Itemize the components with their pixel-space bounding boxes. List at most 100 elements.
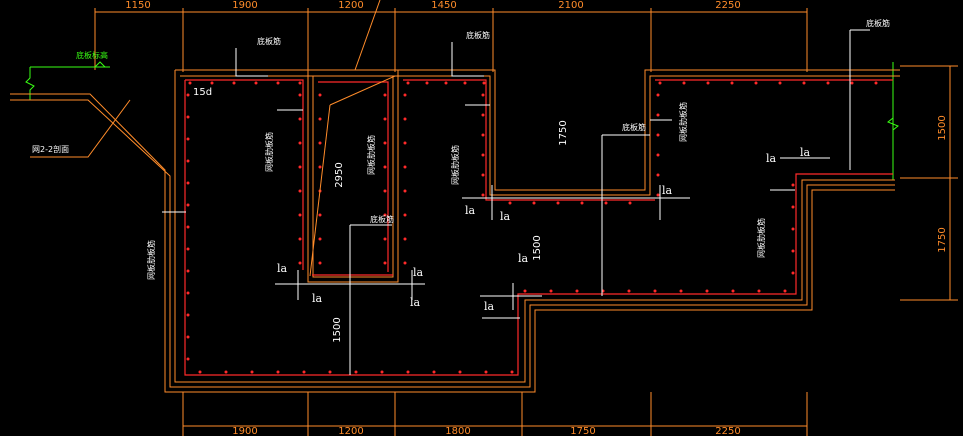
rebar-dot: [656, 93, 660, 97]
rebar-dot: [188, 81, 192, 85]
rebar-dot: [403, 165, 407, 169]
dim-15d: 15d: [193, 87, 212, 98]
dim-1750-inner: 1750: [558, 120, 569, 145]
rebar-dot: [778, 81, 782, 85]
dim-top-3: 1200: [338, 0, 363, 11]
rebar-dot: [656, 133, 660, 137]
rebar-dot: [481, 93, 485, 97]
rebar-dot: [403, 213, 407, 217]
rebar-dot: [549, 289, 553, 293]
la-label-4: la: [410, 296, 421, 309]
la-label-10: la: [484, 300, 495, 313]
rebar-dot: [656, 153, 660, 157]
rebar-dot: [481, 153, 485, 157]
rebar-dot: [508, 201, 512, 205]
wall-rebar-label-4: 网板肋板筋: [450, 145, 460, 185]
wall-rebar-label-3: 网板肋板筋: [366, 135, 376, 175]
wall-rebar-label-1: 网板肋板筋: [264, 132, 274, 172]
bottom-dimension-line: [182, 392, 808, 436]
wall-rebar-label-2: 网板肋板筋: [146, 240, 156, 280]
rebar-dot: [250, 370, 254, 374]
rebar-dot: [556, 201, 560, 205]
dim-bottom-5: 2250: [715, 426, 740, 436]
rebar-dot: [682, 81, 686, 85]
dim-bottom-2: 1200: [338, 426, 363, 436]
la-label-6: la: [500, 210, 511, 223]
rebar-dot: [802, 81, 806, 85]
rebar-dot: [186, 313, 190, 317]
rebar-dot: [658, 81, 662, 85]
rebar-dot: [705, 289, 709, 293]
top-rebar-label-b: 底板筋: [466, 30, 490, 40]
dim-right-2: 1750: [937, 227, 948, 252]
rebar-dot: [656, 173, 660, 177]
rebar-dot: [224, 370, 228, 374]
right-dimension-line: [900, 65, 958, 301]
la-label-2: la: [312, 292, 323, 305]
rebar-dot: [403, 93, 407, 97]
rebar-dot: [186, 269, 190, 273]
rebar-dot: [354, 370, 358, 374]
rebar-dot: [628, 201, 632, 205]
rebar-dot: [754, 81, 758, 85]
rebar-dot: [850, 81, 854, 85]
mid-rebar-label-a: 底板筋: [370, 214, 394, 224]
rebar-dot: [186, 291, 190, 295]
rebar-dot: [482, 81, 486, 85]
rebar-dot: [481, 173, 485, 177]
mid-rebar-label-b: 底板筋: [622, 122, 646, 132]
rebar-dot: [383, 117, 387, 121]
rebar-dot: [383, 93, 387, 97]
rebar-dot: [523, 289, 527, 293]
dim-bottom-3: 1800: [445, 426, 470, 436]
rebar-dot: [481, 113, 485, 117]
rebar-dot: [403, 141, 407, 145]
rebar-dot: [580, 201, 584, 205]
rebar-dot: [254, 81, 258, 85]
rebar-dot: [510, 370, 514, 374]
dim-bottom-4: 1750: [570, 426, 595, 436]
rebar-dot: [653, 289, 657, 293]
rebar-dot: [604, 201, 608, 205]
wall-rebar-label-6: 网板肋板筋: [756, 218, 766, 258]
rebar-dot: [656, 113, 660, 117]
rebar-dot: [186, 335, 190, 339]
section-label: 网2-2剖面: [32, 144, 69, 154]
rebar-dot: [298, 237, 302, 241]
rebar-dot: [298, 117, 302, 121]
rebar-dot: [298, 213, 302, 217]
rebar-dot: [318, 237, 322, 241]
rebar-dot: [730, 81, 734, 85]
rebar-dot: [328, 370, 332, 374]
rebar-dot: [276, 370, 280, 374]
rebar-dot: [302, 370, 306, 374]
la-label-9: la: [800, 146, 811, 159]
dim-bottom-1: 1900: [232, 426, 257, 436]
rebar-dot: [757, 289, 761, 293]
rebar-dot: [298, 141, 302, 145]
la-label-1: la: [277, 262, 288, 275]
rebar-dot: [383, 165, 387, 169]
rebar-dot: [444, 81, 448, 85]
rebar-dot: [383, 237, 387, 241]
rebar-dot: [318, 117, 322, 121]
sloped-wall: [309, 0, 396, 277]
la-label-5: la: [465, 204, 476, 217]
rebar-dot: [481, 133, 485, 137]
rebar-dot: [432, 370, 436, 374]
rebar-dot: [186, 115, 190, 119]
dim-top-4: 1450: [431, 0, 456, 11]
rebar-lines: [184, 79, 893, 376]
rebar-dot: [232, 81, 236, 85]
rebar-dot: [403, 237, 407, 241]
rebar-dot: [826, 81, 830, 85]
rebar-dot: [383, 189, 387, 193]
rebar-dot: [791, 271, 795, 275]
rebar-dot: [198, 370, 202, 374]
la-label-11: la: [518, 252, 529, 265]
rebar-dot: [731, 289, 735, 293]
rebar-dot: [383, 261, 387, 265]
rebar-dot: [406, 370, 410, 374]
